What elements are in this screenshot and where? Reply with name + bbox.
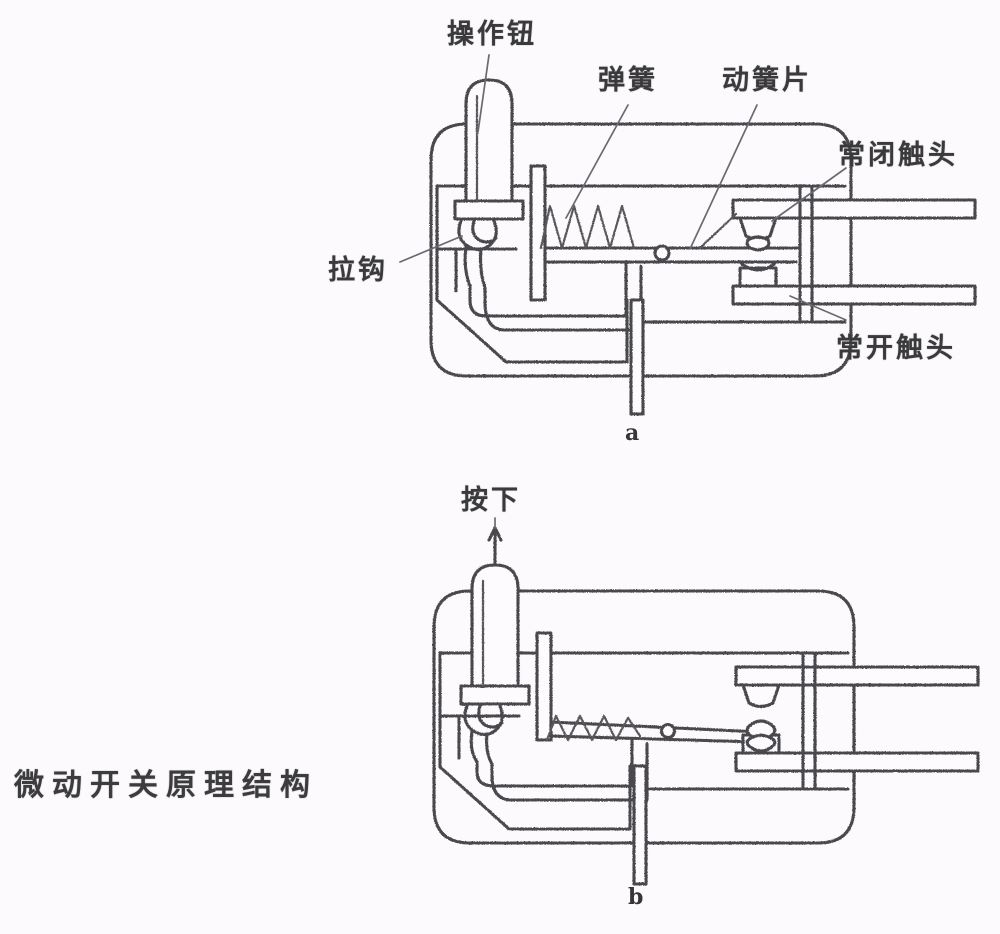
label-normally-closed-contact: 常闭触头 [838, 140, 958, 171]
label-moving-leaf: 动簧片 [722, 65, 812, 96]
leader-lines-a [399, 54, 847, 321]
label-spring: 弹簧 [598, 65, 658, 96]
figure-caption: 微动开关原理结构 [14, 768, 318, 803]
subfigure-a-artwork [429, 78, 977, 416]
subfigure-label-b: b [628, 884, 644, 910]
subfigure-label-a: a [625, 420, 640, 446]
label-operating-button: 操作钮 [447, 19, 537, 50]
label-normally-open-contact: 常开触头 [836, 333, 956, 364]
subfigure-b-artwork [432, 526, 980, 886]
label-press-down: 按下 [461, 485, 521, 516]
label-pull-hook: 拉钩 [328, 255, 388, 286]
